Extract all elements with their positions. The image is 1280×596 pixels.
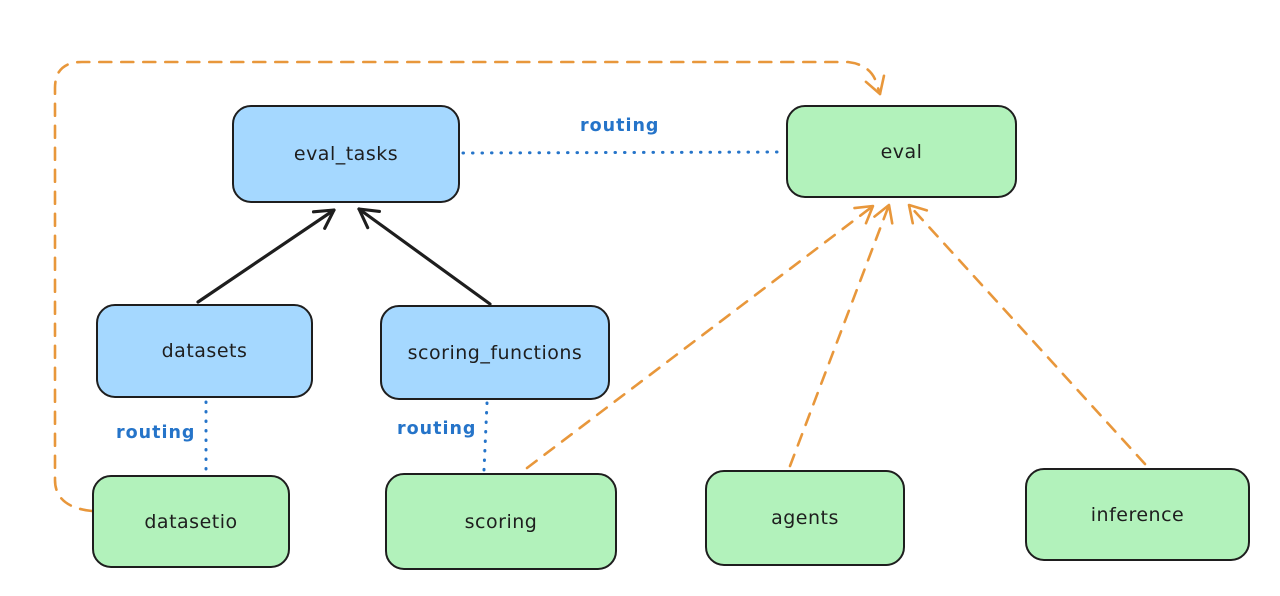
node-inference: inference	[1025, 468, 1250, 561]
edge-scoring-functions-to-eval-tasks	[357, 207, 492, 306]
node-eval-label: eval	[880, 140, 923, 163]
edge-eval-tasks-to-eval-routing	[461, 150, 785, 155]
routing-label-datasets-datasetio: routing	[116, 423, 196, 443]
node-datasets: datasets	[96, 304, 313, 398]
node-datasetio: datasetio	[92, 475, 290, 568]
node-eval-tasks: eval_tasks	[232, 105, 460, 203]
edge-agents-to-eval	[788, 203, 894, 468]
node-eval: eval	[786, 105, 1017, 198]
node-datasets-label: datasets	[161, 340, 248, 362]
edge-scoring-to-eval	[525, 204, 875, 470]
edge-datasetio-to-eval	[53, 60, 886, 513]
node-scoring-label: scoring	[464, 510, 538, 533]
node-inference-label: inference	[1090, 503, 1185, 526]
edge-scoring-functions-to-scoring-routing	[482, 401, 489, 472]
node-scoring: scoring	[385, 473, 617, 570]
node-scoring-functions: scoring_functions	[380, 305, 610, 400]
edge-datasets-to-eval-tasks	[196, 208, 336, 304]
routing-label-scoring-functions-scoring: routing	[397, 419, 477, 439]
edge-inference-to-eval	[907, 203, 1147, 466]
node-agents: agents	[705, 470, 905, 566]
node-scoring-functions-label: scoring_functions	[407, 341, 583, 364]
node-agents-label: agents	[771, 507, 839, 529]
node-datasetio-label: datasetio	[144, 510, 238, 533]
routing-label-eval-tasks-eval: routing	[580, 116, 660, 136]
node-eval-tasks-label: eval_tasks	[293, 143, 399, 165]
